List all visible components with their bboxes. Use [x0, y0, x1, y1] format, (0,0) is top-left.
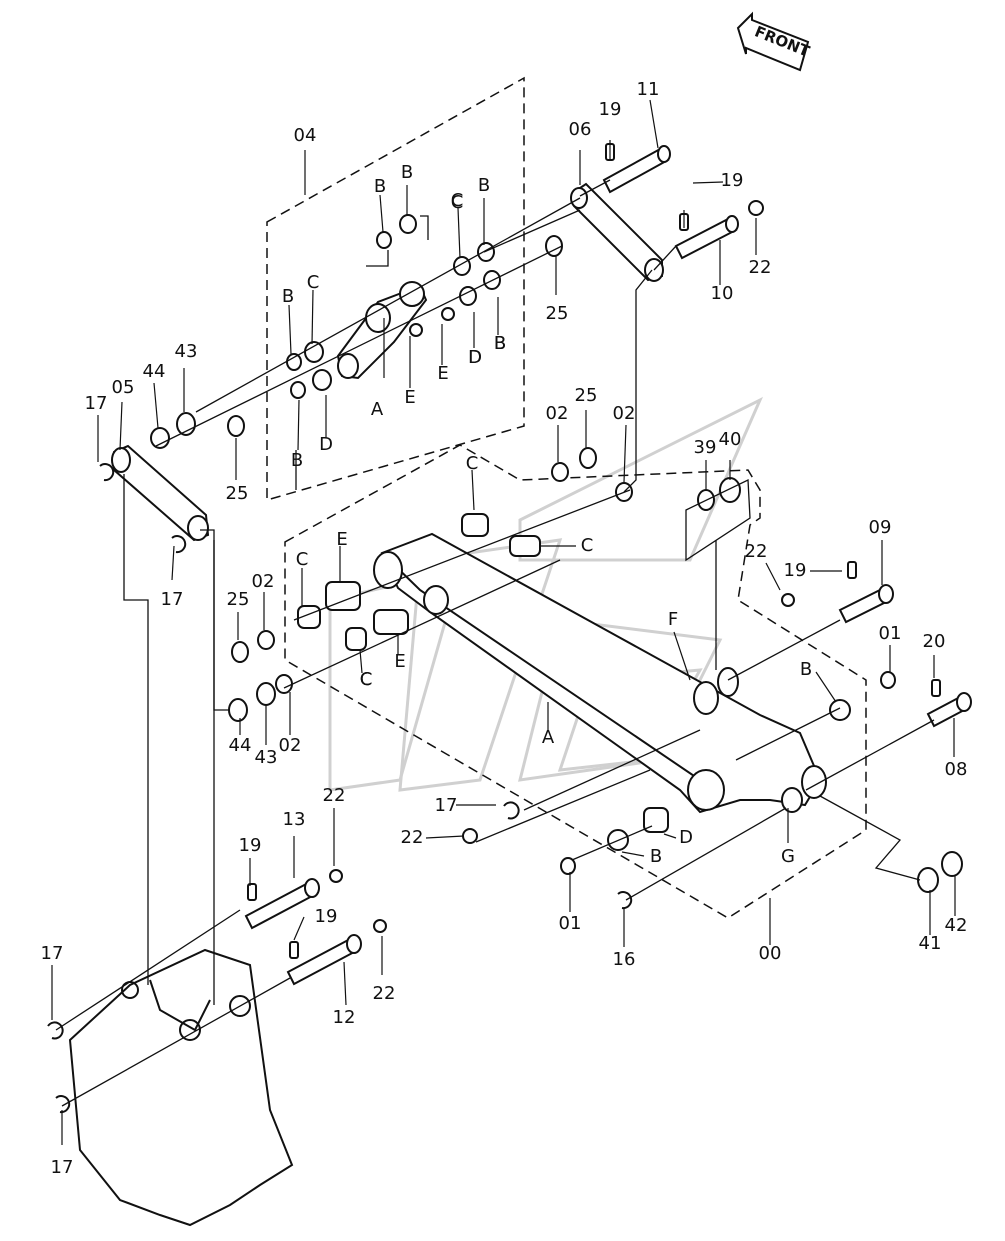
callout-f: F	[668, 609, 678, 630]
callout-c-2: C	[307, 272, 320, 293]
link-06	[570, 182, 664, 282]
callout-22-3: 22	[401, 827, 424, 848]
callout-20: 20	[923, 631, 946, 652]
callout-labels: 04 B B C B B C E D D E A B C B D B 25 06…	[41, 79, 968, 1178]
callout-25-3: 25	[575, 385, 598, 406]
callout-c-5: C	[581, 535, 594, 556]
arm-assembly	[373, 532, 827, 814]
callout-c-4: C	[466, 453, 479, 474]
callout-b-8: B	[800, 659, 812, 680]
callout-25-4: 25	[227, 589, 250, 610]
callout-19-2: 19	[721, 170, 744, 191]
callout-c-6: C	[296, 549, 309, 570]
callout-42: 42	[945, 915, 968, 936]
callout-00: 00	[759, 943, 782, 964]
callout-17-3: 17	[435, 795, 458, 816]
callout-a-1: A	[371, 399, 384, 420]
callout-05: 05	[112, 377, 135, 398]
group-outline-00	[284, 444, 867, 919]
callout-d-3: D	[468, 347, 482, 368]
callout-41: 41	[919, 933, 942, 954]
callout-b-7: B	[494, 333, 506, 354]
callout-e-3: E	[336, 529, 347, 550]
leader-lines	[51, 99, 956, 1145]
group-outline-04	[266, 76, 525, 501]
callout-13: 13	[283, 809, 306, 830]
callout-b-3: B	[478, 175, 490, 196]
callout-01-1: 01	[879, 623, 902, 644]
callout-12: 12	[333, 1007, 356, 1028]
callout-19-1: 19	[599, 99, 622, 120]
callout-d-2: D	[319, 434, 333, 455]
front-arrow-icon: FRONT	[736, 11, 813, 72]
callout-02-3: 02	[252, 571, 275, 592]
callout-08: 08	[945, 759, 968, 780]
callout-02-4: 02	[279, 735, 302, 756]
callout-b-6: B	[494, 333, 506, 354]
callout-c-1: C	[451, 190, 464, 211]
pins-and-bushings	[47, 143, 972, 1114]
callout-02-2: 02	[613, 403, 636, 424]
callout-e-1: E	[437, 363, 448, 384]
callout-b-9: B	[650, 846, 662, 867]
callout-06: 06	[569, 119, 592, 140]
callout-g: G	[781, 846, 795, 867]
callout-e-4: E	[394, 651, 405, 672]
callout-b-2: B	[401, 162, 413, 183]
bucket	[68, 948, 294, 1227]
callout-a-2: A	[542, 727, 555, 748]
callout-b-5: B	[291, 450, 303, 471]
callout-17-2: 17	[161, 589, 184, 610]
callout-25-2: 25	[226, 483, 249, 504]
callout-43-1: 43	[175, 341, 198, 362]
callout-d-4: D	[679, 827, 693, 848]
callout-17-1: 17	[85, 393, 108, 414]
callout-19-4: 19	[239, 835, 262, 856]
callout-c-7: C	[360, 669, 373, 690]
callout-19-5: 19	[315, 906, 338, 927]
callout-25-1: 25	[546, 303, 569, 324]
callout-01-2: 01	[559, 913, 582, 934]
callout-b-4: B	[282, 286, 294, 307]
callout-09: 09	[869, 517, 892, 538]
callout-17-4: 17	[41, 943, 64, 964]
callout-22-1: 22	[749, 257, 772, 278]
callout-40: 40	[719, 429, 742, 450]
callout-04: 04	[294, 125, 317, 146]
callout-02-1: 02	[546, 403, 569, 424]
assembly-lines	[55, 179, 935, 1107]
callout-39: 39	[694, 437, 717, 458]
callout-e-2: E	[404, 387, 415, 408]
callout-d-1: D	[468, 347, 482, 368]
callout-43-2: 43	[255, 747, 278, 768]
callout-b-1: B	[374, 176, 386, 197]
callout-17-5: 17	[51, 1157, 74, 1178]
callout-c-3: C	[451, 192, 464, 213]
callout-22-2: 22	[745, 541, 768, 562]
callout-44-2: 44	[229, 735, 252, 756]
callout-19-3: 19	[784, 560, 807, 581]
callout-10: 10	[711, 283, 734, 304]
callout-16: 16	[613, 949, 636, 970]
link-05	[111, 444, 210, 542]
callout-22-4: 22	[323, 785, 346, 806]
callout-44-1: 44	[143, 361, 166, 382]
callout-11: 11	[637, 79, 660, 100]
callout-c-8: C	[360, 669, 373, 690]
callout-22-5: 22	[373, 983, 396, 1004]
